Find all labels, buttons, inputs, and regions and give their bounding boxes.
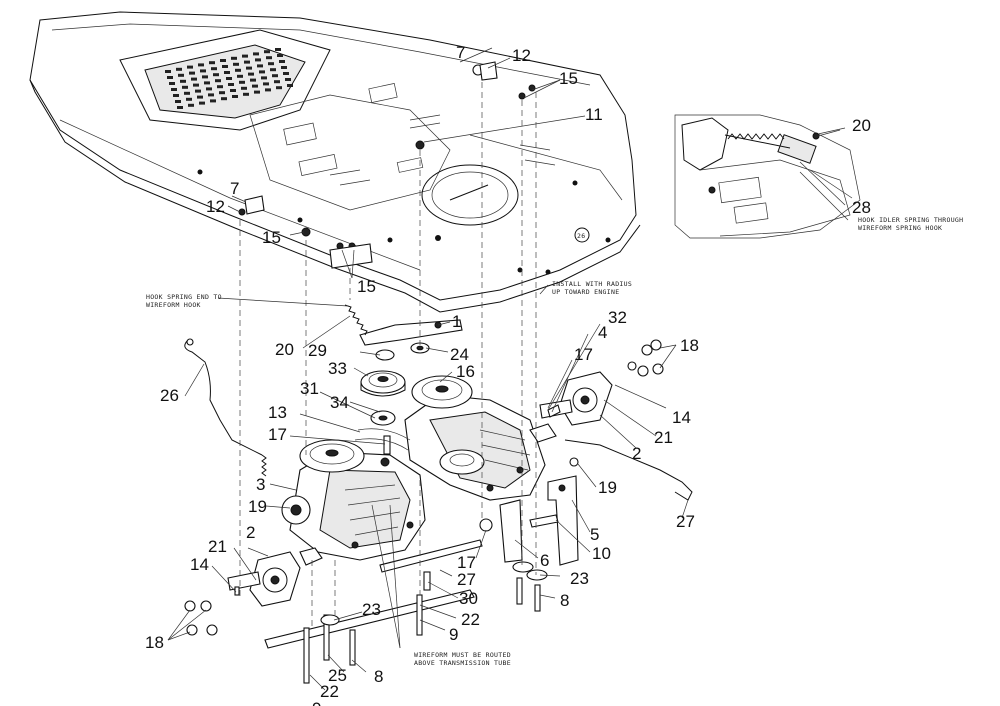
callout-15: 15 xyxy=(559,69,578,88)
callout-30: 30 xyxy=(459,589,478,608)
assembly-notes: HOOK SPRING END TO WIREFORM HOOK INSTALL… xyxy=(146,216,963,667)
callout-10: 10 xyxy=(592,544,611,563)
callout-numbers: 7 12 15 11 7 12 15 15 1 20 29 24 33 16 2… xyxy=(145,43,871,706)
note-install-radius: INSTALL WITH RADIUS xyxy=(552,280,632,288)
callout-22: 22 xyxy=(461,610,480,629)
callout-25: 25 xyxy=(328,666,347,685)
left-side-hardware xyxy=(184,338,493,684)
note-hook-spring-2: WIREFORM HOOK xyxy=(146,301,201,309)
callout-32: 32 xyxy=(608,308,627,327)
callout-21: 21 xyxy=(208,537,227,556)
callout-8: 8 xyxy=(374,667,383,686)
callout-23: 23 xyxy=(570,569,589,588)
callout-27: 27 xyxy=(457,570,476,589)
callout-11: 11 xyxy=(585,105,603,124)
frame-label: 26 xyxy=(577,232,585,240)
idler-spring-inset xyxy=(674,114,861,239)
callout-23: 23 xyxy=(362,600,381,619)
callout-7: 7 xyxy=(230,179,239,198)
note-hook-idler-2: WIREFORM SPRING HOOK xyxy=(858,224,942,232)
callout-9: 9 xyxy=(312,699,321,706)
callout-15: 15 xyxy=(262,228,281,247)
floor-perforations xyxy=(165,48,293,109)
callout-3: 3 xyxy=(256,475,265,494)
callout-17: 17 xyxy=(268,425,287,444)
note-wireform-routing: WIREFORM MUST BE ROUTED xyxy=(414,651,511,659)
callout-14: 14 xyxy=(190,555,209,574)
callout-13: 13 xyxy=(268,403,287,422)
left-transmission xyxy=(281,439,426,566)
callout-17: 17 xyxy=(574,345,593,364)
callout-4: 4 xyxy=(598,323,607,342)
callout-24: 24 xyxy=(450,345,469,364)
right-side-hardware xyxy=(499,339,693,612)
note-install-radius-2: UP TOWARD ENGINE xyxy=(552,288,619,296)
callout-9: 9 xyxy=(449,625,458,644)
callout-18: 18 xyxy=(145,633,164,652)
callout-19: 19 xyxy=(598,478,617,497)
callout-5: 5 xyxy=(590,525,599,544)
callout-6: 6 xyxy=(540,551,549,570)
callout-20: 20 xyxy=(852,116,871,135)
leader-lines xyxy=(167,47,853,691)
mower-frame: 26 xyxy=(29,11,641,313)
callout-17: 17 xyxy=(457,553,476,572)
callout-22: 22 xyxy=(320,682,339,701)
callout-33: 33 xyxy=(328,359,347,378)
callout-12: 12 xyxy=(206,197,225,216)
callout-19: 19 xyxy=(248,497,267,516)
callout-18: 18 xyxy=(680,336,699,355)
callout-28: 28 xyxy=(852,198,871,217)
callout-1: 1 xyxy=(452,312,461,331)
callout-16: 16 xyxy=(456,362,475,381)
callout-2: 2 xyxy=(246,523,255,542)
note-hook-idler: HOOK IDLER SPRING THROUGH xyxy=(858,216,963,224)
callout-27: 27 xyxy=(676,512,695,531)
note-wireform-routing-2: ABOVE TRANSMISSION TUBE xyxy=(414,659,511,667)
callout-8: 8 xyxy=(560,591,569,610)
callout-7: 7 xyxy=(456,43,465,62)
callout-14: 14 xyxy=(672,408,691,427)
callout-15: 15 xyxy=(357,277,376,296)
frame-hardware xyxy=(238,61,536,269)
callout-21: 21 xyxy=(654,428,673,447)
note-hook-spring: HOOK SPRING END TO xyxy=(146,293,222,301)
idler-assembly xyxy=(344,304,463,455)
callout-20: 20 xyxy=(275,340,294,359)
callout-26: 26 xyxy=(160,386,179,405)
callout-34: 34 xyxy=(330,393,349,412)
callout-12: 12 xyxy=(512,46,531,65)
callout-2: 2 xyxy=(632,444,641,463)
callout-29: 29 xyxy=(308,341,327,360)
callout-31: 31 xyxy=(300,379,319,398)
right-transmission xyxy=(404,375,557,501)
